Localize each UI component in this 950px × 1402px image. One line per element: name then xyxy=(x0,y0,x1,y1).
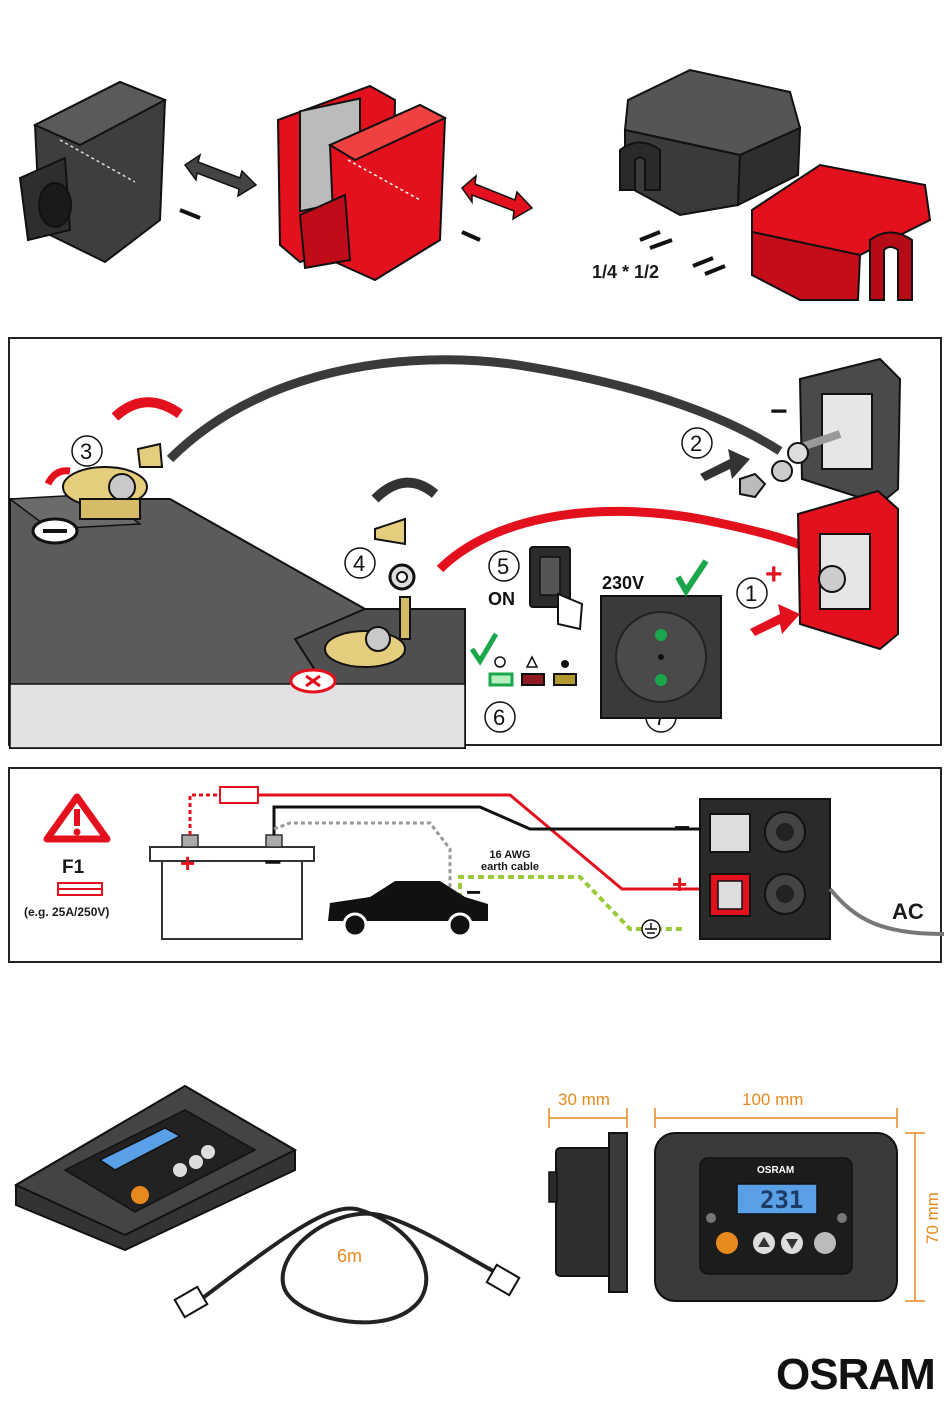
switch-on-label: ON xyxy=(488,589,515,609)
lcd-reading: 231 xyxy=(760,1186,803,1214)
double-arrow-icon xyxy=(462,176,532,219)
earth-cable-label: 16 AWG earth cable xyxy=(480,849,540,873)
step-1-marker: 1 xyxy=(737,578,767,608)
car-minus-mark: − xyxy=(466,877,481,907)
remote-front-view xyxy=(655,1133,897,1301)
ac-label: AC xyxy=(892,899,924,925)
osram-logo: OSRAM xyxy=(776,1350,935,1400)
step-6-marker: 6 xyxy=(485,702,515,732)
ground-symbol-icon xyxy=(642,920,660,938)
remote-side-view xyxy=(549,1133,627,1292)
fuse-symbol-icon xyxy=(58,883,102,895)
step-4-marker: 4 xyxy=(345,548,375,578)
ac-cord xyxy=(830,889,944,934)
plus-polarity-mark: + xyxy=(765,558,783,591)
dimension-lines xyxy=(549,1108,925,1301)
screw-icon xyxy=(462,232,480,240)
cable-length-label: 6m xyxy=(337,1246,362,1267)
battery-minus-sign-icon xyxy=(33,519,77,543)
height-dimension: 70 mm xyxy=(923,1183,943,1253)
svg-text:+: + xyxy=(180,848,195,878)
car-icon xyxy=(328,881,488,936)
wiring-panel: + − − xyxy=(8,767,942,963)
remote-brand-small: OSRAM xyxy=(757,1165,794,1176)
warning-icon xyxy=(47,797,107,839)
step-5-marker: 5 xyxy=(489,551,519,581)
positive-terminal-plate xyxy=(798,491,898,649)
inverter-unit xyxy=(700,799,830,939)
svg-text:1: 1 xyxy=(745,581,757,606)
installation-illustration: − + 3 2 4 5 1 6 7 ON xyxy=(10,339,944,748)
black-cover-separate xyxy=(620,70,800,215)
double-arrow-icon xyxy=(185,155,256,196)
step-2-marker: 2 xyxy=(682,428,712,458)
nut-washer-icon xyxy=(740,461,792,497)
depth-dimension: 30 mm xyxy=(558,1090,610,1110)
fuse-rating: (e.g. 25A/250V) xyxy=(24,905,109,919)
minus-polarity-mark: − xyxy=(770,395,788,428)
step-3-marker: 3 xyxy=(72,436,102,466)
svg-text:3: 3 xyxy=(80,439,92,464)
battery-symbol: + − xyxy=(150,835,314,939)
screw-size-note: 1/4 * 1/2 xyxy=(592,262,659,283)
svg-text:4: 4 xyxy=(353,551,365,576)
voltage-label: 230V xyxy=(602,573,644,593)
inverter-minus-mark: − xyxy=(674,812,690,843)
battery-plus-sign-icon xyxy=(291,670,335,692)
cover-assembly-illustration xyxy=(0,0,950,300)
remote-controller-perspective xyxy=(16,1086,295,1250)
negative-wire xyxy=(274,807,710,835)
svg-text:−: − xyxy=(264,846,282,879)
fuse-label: F1 xyxy=(62,857,84,879)
power-switch-icon xyxy=(530,547,582,629)
black-terminal-cover xyxy=(20,82,165,262)
negative-terminal-plate xyxy=(788,359,900,504)
status-leds xyxy=(472,634,576,685)
ring-terminal-icon xyxy=(390,565,414,589)
installation-panel: − + 3 2 4 5 1 6 7 ON xyxy=(8,337,942,746)
screw-icon xyxy=(180,210,200,218)
inverter-plus-mark: + xyxy=(672,869,687,899)
red-terminal-cover xyxy=(278,86,445,280)
svg-text:5: 5 xyxy=(497,554,509,579)
svg-text:2: 2 xyxy=(690,431,702,456)
width-dimension: 100 mm xyxy=(742,1090,803,1110)
inline-fuse-icon xyxy=(220,787,258,803)
svg-text:6: 6 xyxy=(493,705,505,730)
wiring-diagram: + − − xyxy=(10,769,944,965)
